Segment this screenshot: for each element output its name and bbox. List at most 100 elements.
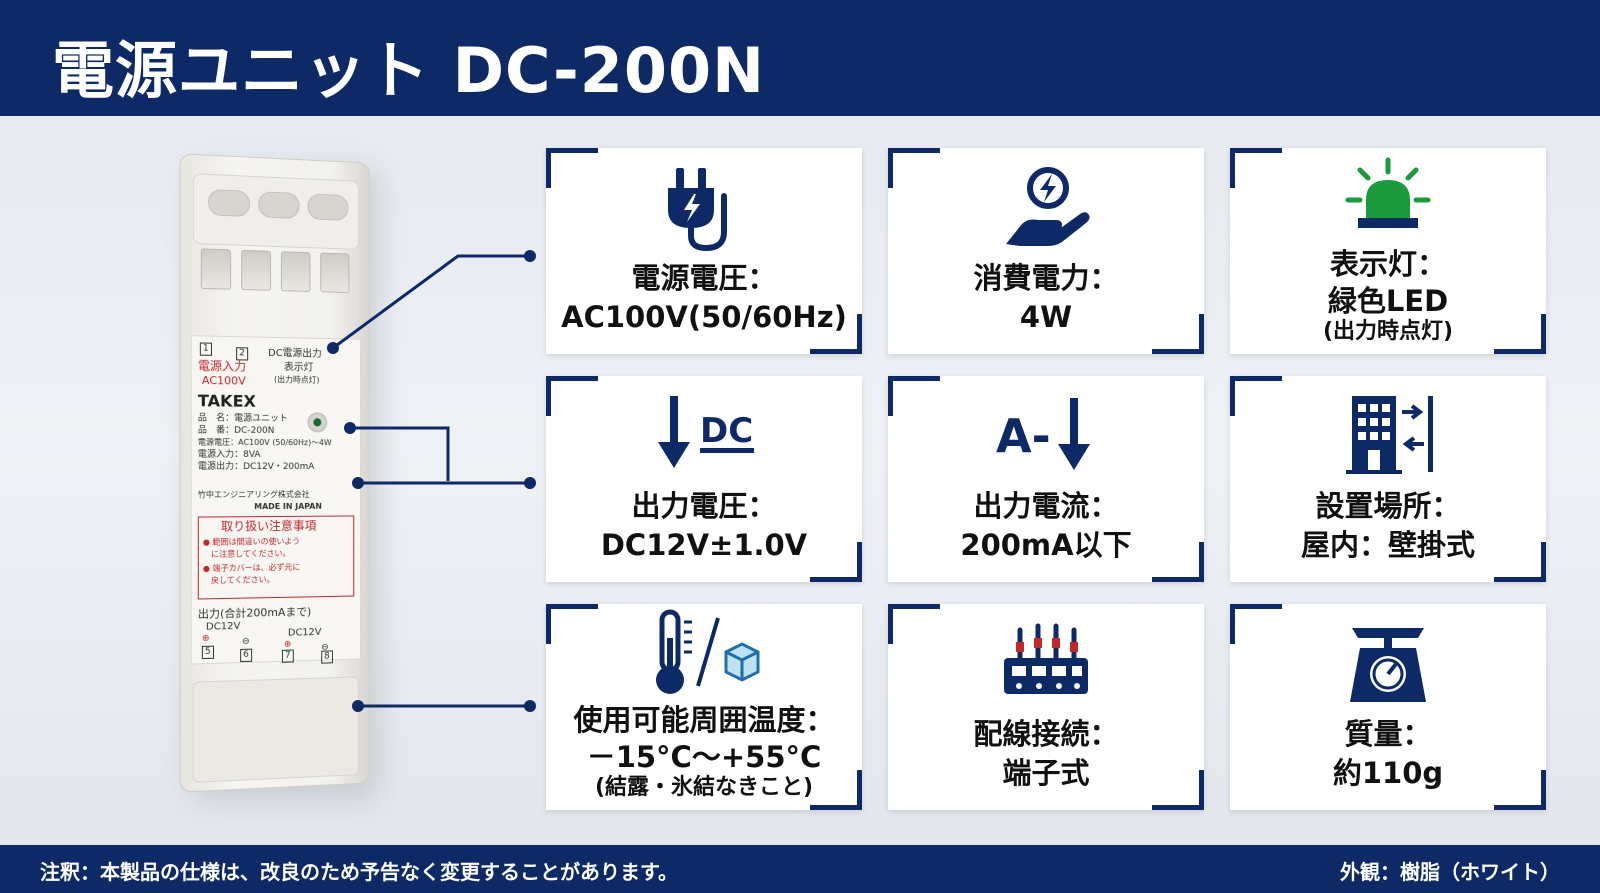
card-corner	[888, 148, 940, 188]
terminal-screw	[280, 251, 311, 292]
card-corner	[888, 604, 940, 644]
spec-card-output-current: A- 出力電流： 200mA以下	[888, 376, 1204, 582]
card-corner	[546, 376, 598, 416]
spec-value: －15°C～+55°C	[586, 740, 822, 774]
callout-dot	[524, 477, 536, 489]
card-corner	[810, 314, 862, 354]
power-input-label: 電源入力	[197, 358, 247, 374]
spec-card-power-voltage: 電源電圧： AC100V(50/60Hz)	[546, 148, 862, 354]
hand-power-icon	[1006, 167, 1090, 246]
spec-card-wiring: 配線接続： 端子式	[888, 604, 1204, 810]
page-title: 電源ユニット DC-200N	[52, 34, 766, 107]
device-label-plate: 1 2 電源入力 AC100V DC電源出力 表示灯 (出力時点灯) TAKEX…	[190, 335, 362, 665]
spec-label: 出力電流：	[973, 489, 1119, 523]
spec-label: 配線接続：	[973, 717, 1119, 751]
spec-card-output-voltage: DC 出力電圧： DC12V±1.0V	[546, 376, 862, 582]
card-corner	[810, 770, 862, 810]
caution-text: 戻してください。	[202, 575, 275, 586]
mount-slot	[207, 189, 251, 217]
spec-label: 設置場所：	[1315, 489, 1461, 523]
card-corner	[1494, 542, 1546, 582]
output-dc-label: DC12V	[205, 620, 241, 633]
spec-label: 消費電力：	[973, 261, 1119, 295]
footer-exterior: 外観：樹脂（ホワイト）	[1340, 860, 1560, 884]
power-unit-device: 1 2 電源入力 AC100V DC電源出力 表示灯 (出力時点灯) TAKEX…	[179, 153, 370, 793]
card-corner	[1152, 314, 1204, 354]
terminal-number-7: 7	[281, 649, 294, 664]
made-in-label: MADE IN JAPAN	[254, 501, 322, 512]
input-terminals	[199, 248, 353, 301]
caution-text: に注意してください。	[202, 548, 291, 559]
device-bottom-cover	[192, 676, 360, 783]
spec-model: 品 番：DC-200N	[197, 425, 275, 436]
card-corner	[1230, 604, 1282, 644]
a-icon-text: A-	[996, 409, 1051, 463]
terminal-screw	[320, 252, 350, 294]
indicator-led	[307, 412, 328, 433]
device-top-mount	[192, 173, 360, 250]
terminal-number-8: 8	[321, 650, 333, 664]
building-icon	[1346, 396, 1433, 474]
spec-label: 表示灯：	[1329, 247, 1446, 281]
caution-text: ● 範囲は間違いの使いよう	[202, 536, 301, 547]
terminal-screw	[200, 248, 232, 290]
indicator-label: DC電源出力	[268, 347, 322, 360]
device-illustration: 1 2 電源入力 AC100V DC電源出力 表示灯 (出力時点灯) TAKEX…	[150, 150, 410, 810]
terminal-number-1: 1	[199, 342, 212, 357]
spec-value: 緑色LED	[1327, 284, 1449, 318]
spec-value: 約110g	[1332, 756, 1444, 790]
footer-bar: 注釈：本製品の仕様は、改良のため予告なく変更することがあります。 外観：樹脂（ホ…	[0, 845, 1600, 893]
indicator-label: (出力時点灯)	[274, 374, 320, 385]
spec-value: AC100V(50/60Hz)	[561, 300, 847, 334]
mount-slot	[258, 191, 300, 219]
brand-logo: TAKEX	[197, 391, 256, 411]
terminal-block-icon	[1004, 623, 1088, 694]
down-arrow-dc-icon: DC	[658, 396, 754, 468]
spec-card-power-consumption: 消費電力： 4W	[888, 148, 1204, 354]
power-input-voltage: AC100V	[201, 373, 246, 388]
card-corner	[1230, 376, 1282, 416]
spec-label: 電源電圧：	[631, 261, 777, 295]
terminal-number-5: 5	[201, 645, 214, 660]
spec-voltage: 電源電圧：AC100V (50/60Hz)～4W	[197, 437, 332, 448]
card-corner	[1494, 314, 1546, 354]
card-corner	[1230, 148, 1282, 188]
card-corner	[1494, 770, 1546, 810]
spec-name: 品 名：電源ユニット	[197, 413, 288, 425]
maker-name: 竹中エンジニアリング株式会社	[197, 489, 310, 500]
card-corner	[810, 542, 862, 582]
spec-card-indicator: 表示灯： 緑色LED (出力時点灯)	[1230, 148, 1546, 354]
spec-output: 電源出力：DC12V・200mA	[197, 461, 315, 473]
spec-note: (出力時点灯)	[1322, 319, 1454, 344]
spec-card-installation: 設置場所： 屋内：壁掛式	[1230, 376, 1546, 582]
output-dc-label: DC12V	[287, 626, 322, 639]
card-corner	[546, 148, 598, 188]
output-label: 出力(合計200mAまで)	[197, 605, 312, 621]
footer-note: 注釈：本製品の仕様は、改良のため予告なく変更することがあります。	[40, 860, 678, 884]
caution-text: ● 端子カバーは、必ず元に	[202, 562, 301, 574]
spec-input: 電源入力：8VA	[197, 449, 261, 460]
spec-label: 質量：	[1344, 717, 1432, 751]
header-bar: 電源ユニット DC-200N	[0, 0, 1600, 116]
card-corner	[1152, 770, 1204, 810]
card-corner	[546, 604, 598, 644]
spec-card-temperature: 使用可能周囲温度： －15°C～+55°C (結露・氷結なきこと)	[546, 604, 862, 810]
mount-slot	[307, 193, 349, 221]
scale-icon	[1350, 628, 1426, 702]
current-arrow-icon: A-	[996, 398, 1090, 470]
plus-mark: ⊕	[201, 633, 210, 644]
caution-title: 取り扱い注意事項	[221, 518, 317, 534]
spec-label: 使用可能周囲温度：	[573, 703, 835, 737]
plug-icon	[668, 168, 727, 252]
card-corner	[888, 376, 940, 416]
spec-card-weight: 質量： 約110g	[1230, 604, 1546, 810]
thermometer-ice-icon	[656, 609, 760, 694]
callout-dot	[524, 250, 536, 262]
spec-value: 屋内：壁掛式	[1300, 528, 1475, 562]
card-corner	[1152, 542, 1204, 582]
spec-value: 4W	[1019, 300, 1073, 334]
spec-value: DC12V±1.0V	[600, 528, 808, 562]
minus-mark: ⊖	[242, 636, 250, 647]
green-beacon-icon	[1345, 157, 1431, 228]
spec-value: 端子式	[1002, 756, 1090, 790]
